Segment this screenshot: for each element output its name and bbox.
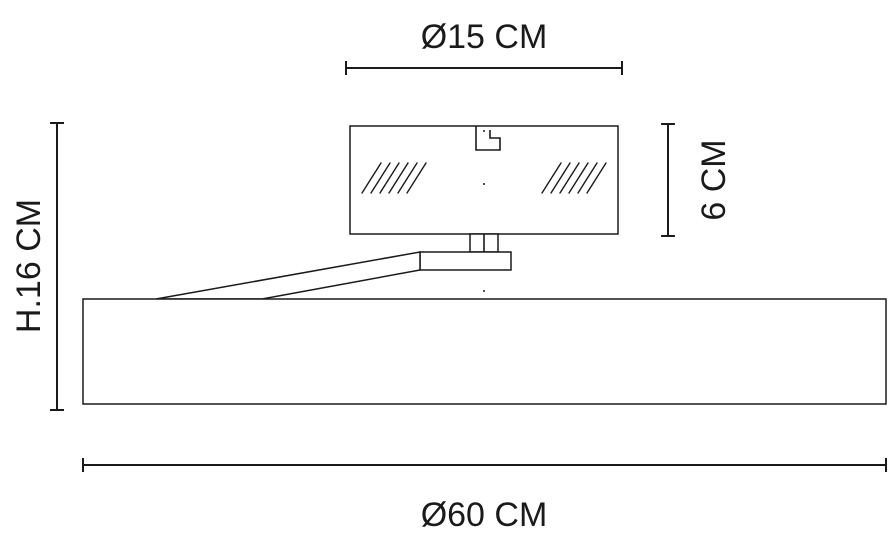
arm-center-dot <box>483 290 485 292</box>
canopy-notch <box>475 126 501 151</box>
canopy <box>349 125 619 235</box>
total-height-label: H.16 CM <box>10 199 48 333</box>
total-height-dimension: H.16 CM <box>10 122 64 411</box>
right-vent-hatch <box>541 162 607 194</box>
shade-diameter-dimension: Ø60 CM <box>82 458 887 534</box>
arm <box>155 251 421 300</box>
canopy-height-label: 6 CM <box>695 139 733 220</box>
canopy-body <box>349 125 619 235</box>
canopy-height-dimension: 6 CM <box>661 123 733 237</box>
canopy-notch-dot <box>483 130 485 132</box>
shade-body <box>82 298 887 405</box>
stem-and-arm <box>155 233 512 300</box>
canopy-center-dot <box>483 183 485 185</box>
shade-diameter-label: Ø60 CM <box>421 496 548 534</box>
left-vent-hatch <box>361 162 427 194</box>
canopy-diameter-label: Ø15 CM <box>421 18 548 56</box>
canopy-diameter-dimension: Ø15 CM <box>345 18 623 75</box>
arm-joint <box>419 251 512 271</box>
